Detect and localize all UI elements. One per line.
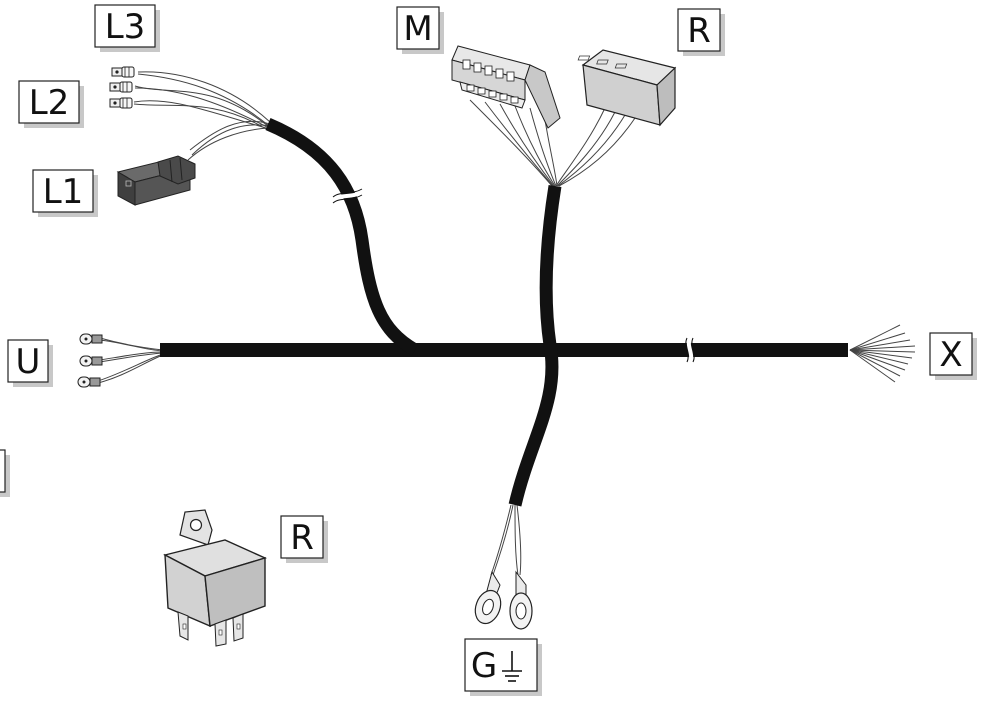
label-l2: L2 (18, 80, 84, 128)
l1-plug-connector (116, 155, 196, 206)
label-x: X (929, 332, 977, 380)
label-u-text: U (16, 342, 41, 382)
label-r-relay-text: R (290, 518, 314, 558)
ground-icon (502, 651, 522, 682)
l2-l3-blade-terminals (109, 66, 135, 109)
r-top-connector (577, 49, 677, 127)
label-g: G (464, 638, 542, 696)
label-l3: L3 (94, 4, 160, 52)
label-m-text: M (403, 9, 432, 49)
label-r-top-text: R (687, 11, 711, 51)
label-u: U (7, 339, 53, 387)
m-connector (451, 45, 561, 129)
label-x-text: X (939, 335, 962, 375)
label-partial-edge (0, 449, 10, 497)
thin-wires (97, 71, 916, 576)
label-r-relay: R (280, 515, 328, 563)
harness-trunk (160, 118, 848, 507)
label-r-top: R (677, 8, 725, 56)
u-bullet-connectors (77, 333, 103, 388)
label-m: M (396, 6, 444, 54)
relay-component (163, 509, 267, 647)
label-l1-text: L1 (43, 172, 84, 212)
label-l3-text: L3 (105, 7, 146, 47)
cable-break-marks (331, 188, 695, 363)
label-g-text: G (471, 646, 497, 686)
g-ring-terminals (474, 570, 533, 630)
label-l2-text: L2 (29, 83, 70, 123)
label-l1: L1 (32, 169, 98, 217)
